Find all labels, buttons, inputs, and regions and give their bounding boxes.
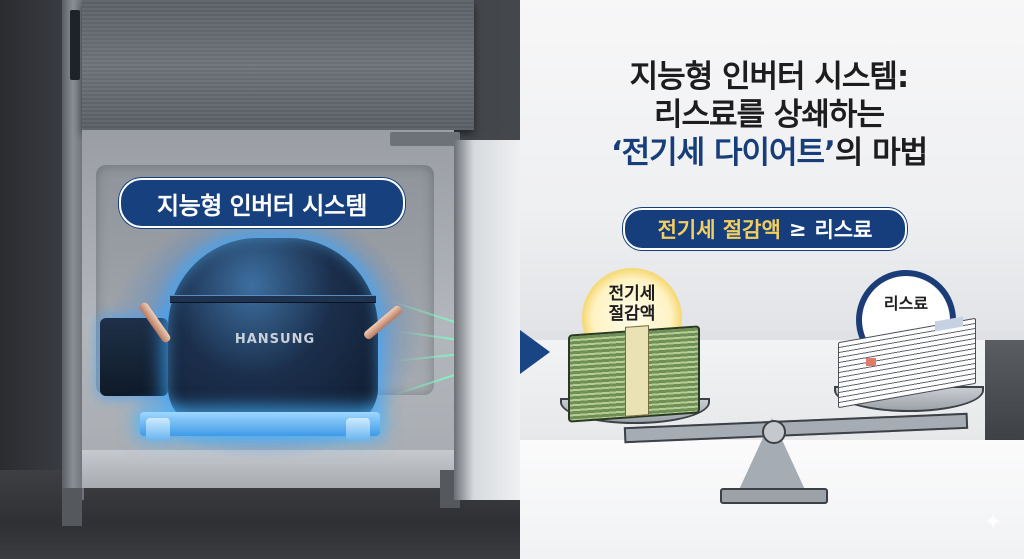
- title-highlight: ‘전기세 다이어트’: [610, 135, 836, 171]
- scale-base: [720, 488, 828, 504]
- compressor-seam: [170, 295, 376, 303]
- upper-cabinet: [640, 0, 781, 220]
- document-stamp: [866, 358, 876, 366]
- compressor-foot: [146, 418, 170, 440]
- scale-pivot: [762, 420, 786, 444]
- kitchen-counter: [520, 330, 1024, 340]
- compressor-brand-label: HANSUNG: [234, 332, 316, 347]
- savings-label-line-1: 전기세: [608, 284, 656, 304]
- fridge-handle: [70, 10, 80, 80]
- fridge-open-door: [454, 140, 520, 500]
- upper-cabinet: [900, 0, 1024, 220]
- door-hinge: [390, 132, 460, 146]
- savings-label-line-2: 절감액: [608, 304, 656, 324]
- formula-lhs: 전기세 절감액: [657, 218, 781, 242]
- compressor-base: [140, 412, 380, 436]
- savings-label: 전기세 절감액: [582, 284, 682, 324]
- compressor-foot: [346, 418, 370, 440]
- inverter-system-badge: 지능형 인버터 시스템: [119, 178, 405, 228]
- fridge-upper-door: [82, 0, 474, 130]
- formula-badge: 전기세 절감액 ≥ 리스료: [623, 208, 907, 250]
- fridge-side-panel: [62, 0, 84, 500]
- fridge-leg: [62, 488, 82, 526]
- title-line-2: 리스료를 상쇄하는: [654, 97, 885, 133]
- oven: [985, 340, 1024, 440]
- title-line-3-rest: 의 마법: [834, 135, 928, 171]
- compressor-icon: [168, 238, 378, 428]
- sparkle-icon: ✦: [984, 510, 1003, 535]
- greater-equal-icon: ≥: [788, 217, 807, 241]
- money-band: [625, 325, 649, 417]
- arrow-right-icon: [520, 330, 550, 374]
- title-line-1: 지능형 인버터 시스템:: [629, 59, 910, 95]
- lease-fee-label: 리스료: [883, 294, 929, 313]
- formula-rhs: 리스료: [814, 218, 873, 242]
- title-line-3: ‘전기세 다이어트’의 마법: [556, 134, 982, 172]
- page-title: 지능형 인버터 시스템: 리스료를 상쇄하는 ‘전기세 다이어트’의 마법: [556, 58, 982, 172]
- upper-cabinet: [780, 0, 901, 220]
